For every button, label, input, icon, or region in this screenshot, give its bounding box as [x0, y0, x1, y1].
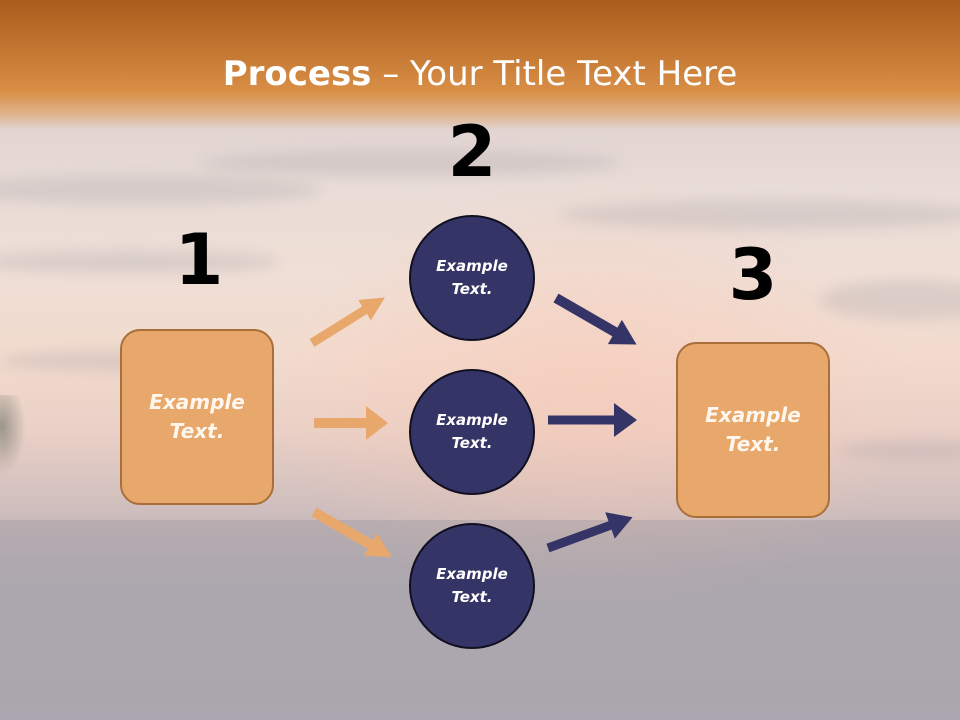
background-cloud	[0, 175, 320, 205]
navy-arrow-down-right	[553, 293, 637, 345]
process-circle-middle: Example Text.	[409, 369, 535, 495]
right-box-text: Example Text.	[705, 403, 801, 456]
circle-text: Example Text.	[436, 411, 508, 452]
palm-silhouette	[0, 395, 26, 475]
process-circle-top: Example Text.	[409, 215, 535, 341]
background-cloud	[840, 440, 960, 460]
left-box-text: Example Text.	[149, 390, 245, 443]
background-cloud	[0, 250, 280, 274]
slide-title: Process – Your Title Text Here	[0, 50, 960, 98]
step-number-3: 3	[728, 234, 778, 316]
right-process-box: Example Text.	[676, 342, 830, 518]
title-bold: Process	[222, 54, 372, 94]
orange-arrow-down-right	[311, 507, 392, 557]
background-cloud	[820, 280, 960, 320]
title-rest: – Your Title Text Here	[371, 54, 738, 94]
circle-text: Example Text.	[436, 257, 508, 298]
navy-arrow-right	[548, 403, 637, 437]
process-circle-bottom: Example Text.	[409, 523, 535, 649]
step-number-1: 1	[174, 219, 224, 301]
circle-text: Example Text.	[436, 565, 508, 606]
background-cloud	[560, 200, 960, 230]
step-number-2: 2	[447, 111, 497, 193]
navy-arrow-up-right	[546, 512, 633, 553]
left-process-box: Example Text.	[120, 329, 274, 505]
title-band	[0, 0, 960, 130]
orange-arrow-up-right	[309, 297, 385, 347]
orange-arrow-right	[314, 406, 388, 440]
background-cloud	[200, 150, 620, 176]
